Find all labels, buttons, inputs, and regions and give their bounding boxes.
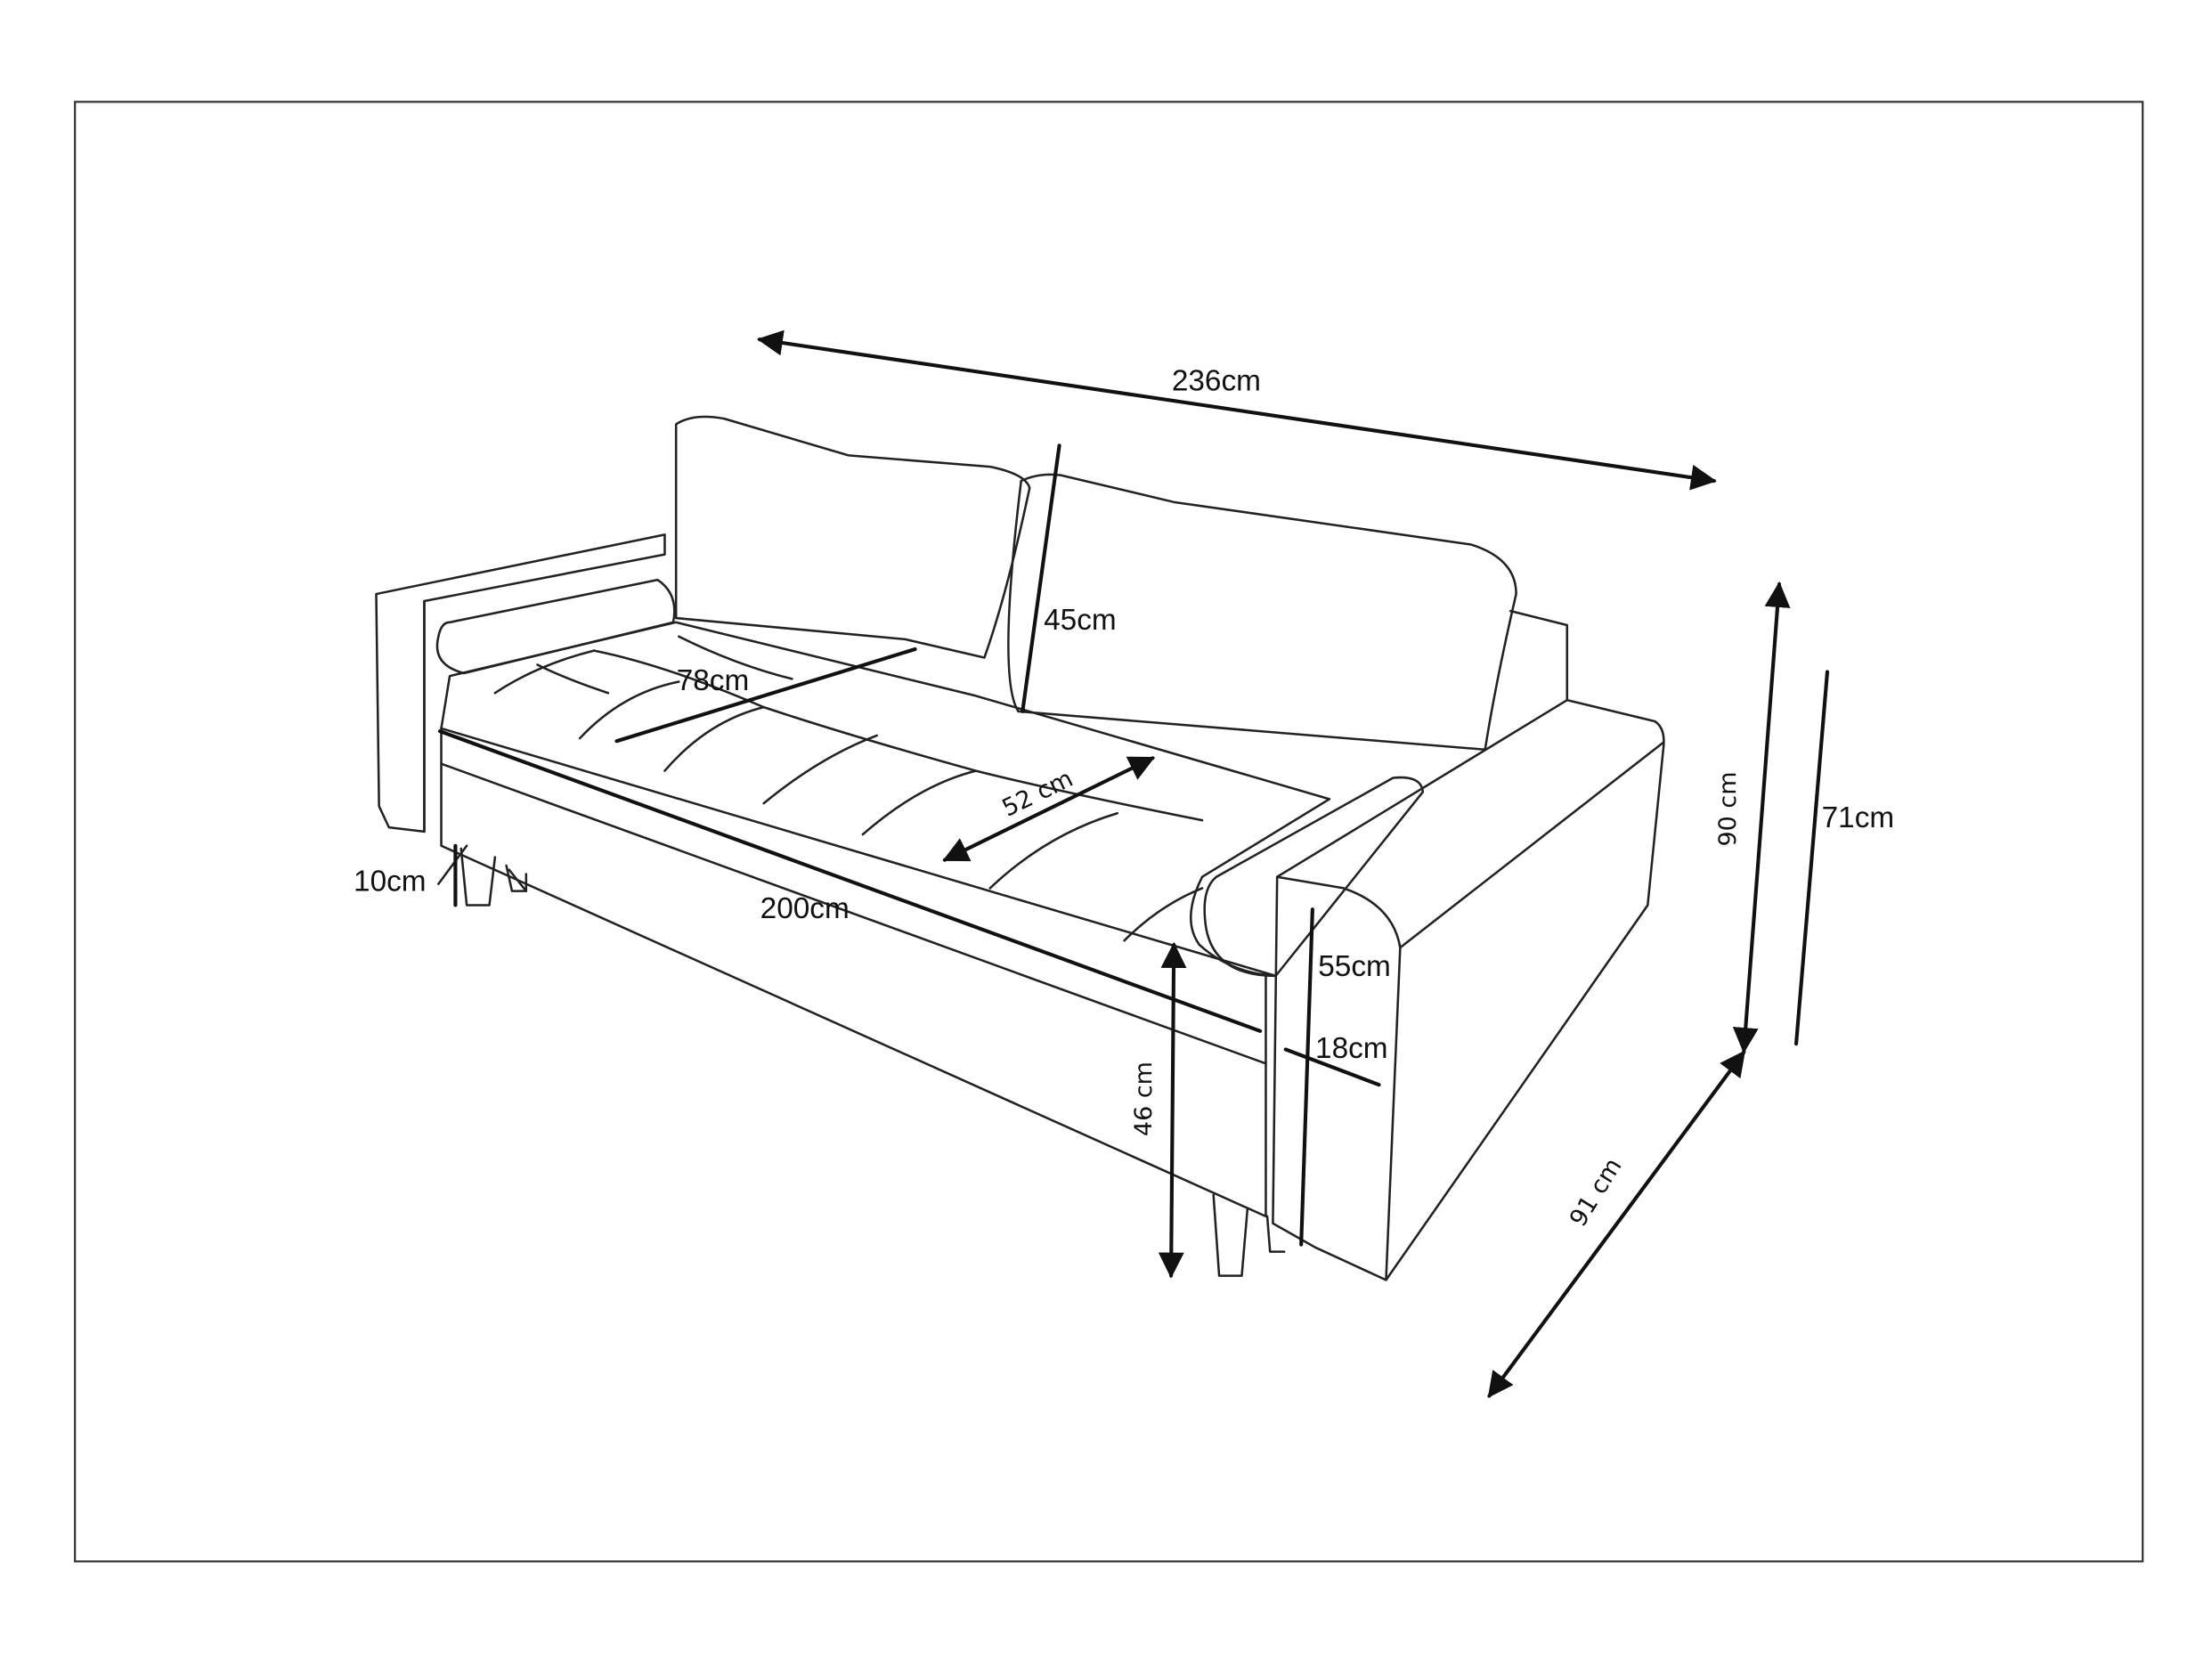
label-seat-depth: 78cm <box>677 664 750 697</box>
dim-line-cushion-depth <box>942 756 1156 862</box>
dim-line-seat-width <box>437 729 1263 1033</box>
label-total-height: 90 cm <box>1714 771 1742 846</box>
dim-line-back-height <box>1793 670 1830 1046</box>
dim-line-arm-height <box>1299 907 1314 1247</box>
label-leg-height: 10cm <box>354 866 427 899</box>
label-seat-height: 46 cm <box>1130 1061 1158 1136</box>
sofa-drawing <box>375 415 1665 1281</box>
dim-line-back-cushion <box>1021 443 1061 713</box>
label-arm-width: 18cm <box>1315 1032 1388 1065</box>
label-total-width: 236cm <box>1172 364 1261 397</box>
label-seat-width: 200cm <box>760 892 850 925</box>
label-back-height: 71cm <box>1822 801 1895 834</box>
dim-line-total-depth <box>1487 1050 1746 1398</box>
label-back-cushion-height: 45cm <box>1044 604 1117 637</box>
dim-line-total-height <box>1732 581 1791 1053</box>
dim-line-arm-width <box>1283 1047 1381 1087</box>
dim-line-seat-depth <box>614 647 917 744</box>
dim-line-seat-height <box>1158 942 1187 1279</box>
label-arm-height: 55cm <box>1318 950 1391 983</box>
diagram-frame <box>74 101 2144 1563</box>
dim-line-total-width <box>757 329 1717 491</box>
